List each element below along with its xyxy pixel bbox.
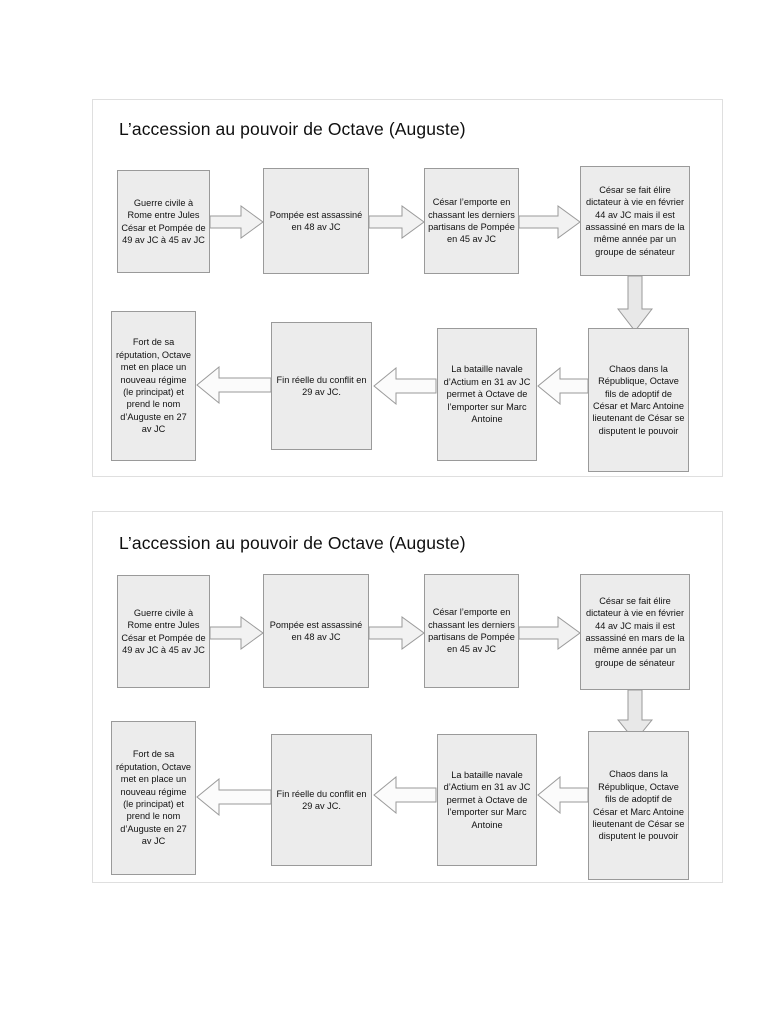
arrow-left-icon <box>373 367 437 405</box>
arrow-right-icon <box>519 616 581 650</box>
process-box-label: Fin réelle du conflit en 29 av JC. <box>276 788 367 811</box>
arrow-right-icon <box>210 616 264 650</box>
arrow-left-icon <box>537 776 589 814</box>
process-box-label: La bataille navale d’Actium en 31 av JC … <box>443 769 531 830</box>
arrow-right-icon <box>369 616 425 650</box>
process-box-label: La bataille navale d’Actium en 31 av JC … <box>443 364 531 425</box>
process-box[interactable]: César l’emporte en chassant les derniers… <box>424 168 519 274</box>
process-box-label: Guerre civile à Rome entre Jules César e… <box>121 607 206 655</box>
arrow-right-icon <box>369 205 425 239</box>
process-box[interactable]: Guerre civile à Rome entre Jules César e… <box>117 575 210 688</box>
flowchart-title-2: L’accession au pouvoir de Octave (August… <box>119 533 466 553</box>
process-box-label: Guerre civile à Rome entre Jules César e… <box>121 197 206 245</box>
arrow-down-icon <box>617 276 653 332</box>
process-box-label: Fort de sa réputation, Octave met en pla… <box>115 337 192 435</box>
arrow-left-icon <box>196 778 272 816</box>
arrow-right-icon <box>519 205 581 239</box>
arrow-right-icon <box>210 205 264 239</box>
process-box-label: Pompée est assassiné en 48 av JC <box>269 209 363 232</box>
process-box-label: Fin réelle du conflit en 29 av JC. <box>276 374 367 397</box>
flowchart-title-1: L’accession au pouvoir de Octave (August… <box>119 119 466 139</box>
process-box[interactable]: Pompée est assassiné en 48 av JC <box>263 574 369 688</box>
arrow-down-icon <box>617 690 653 742</box>
process-box[interactable]: César se fait élire dictateur à vie en f… <box>580 166 690 276</box>
flowchart-container-1: L’accession au pouvoir de Octave (August… <box>92 99 723 477</box>
process-box[interactable]: Guerre civile à Rome entre Jules César e… <box>117 170 210 273</box>
process-box[interactable]: Chaos dans la République, Octave fils de… <box>588 731 689 880</box>
process-box-label: Chaos dans la République, Octave fils de… <box>592 363 685 436</box>
arrow-left-icon <box>537 367 589 405</box>
process-box-label: César l’emporte en chassant les derniers… <box>428 197 515 245</box>
process-box[interactable]: Pompée est assassiné en 48 av JC <box>263 168 369 274</box>
process-box-label: César se fait élire dictateur à vie en f… <box>585 595 685 668</box>
process-box[interactable]: César se fait élire dictateur à vie en f… <box>580 574 690 690</box>
process-box-label: César l’emporte en chassant les derniers… <box>428 607 515 655</box>
process-box[interactable]: Fort de sa réputation, Octave met en pla… <box>111 721 196 875</box>
flowchart-container-2: L’accession au pouvoir de Octave (August… <box>92 511 723 883</box>
arrow-left-icon <box>196 366 272 404</box>
process-box[interactable]: Fin réelle du conflit en 29 av JC. <box>271 734 372 866</box>
process-box-label: Fort de sa réputation, Octave met en pla… <box>115 749 192 847</box>
process-box[interactable]: Fort de sa réputation, Octave met en pla… <box>111 311 196 461</box>
process-box-label: Pompée est assassiné en 48 av JC <box>269 619 363 642</box>
process-box[interactable]: La bataille navale d’Actium en 31 av JC … <box>437 734 537 866</box>
process-box[interactable]: César l’emporte en chassant les derniers… <box>424 574 519 688</box>
process-box[interactable]: Fin réelle du conflit en 29 av JC. <box>271 322 372 450</box>
process-box-label: César se fait élire dictateur à vie en f… <box>585 184 685 257</box>
process-box[interactable]: Chaos dans la République, Octave fils de… <box>588 328 689 472</box>
arrow-left-icon <box>373 776 437 814</box>
process-box[interactable]: La bataille navale d’Actium en 31 av JC … <box>437 328 537 461</box>
process-box-label: Chaos dans la République, Octave fils de… <box>592 769 685 842</box>
